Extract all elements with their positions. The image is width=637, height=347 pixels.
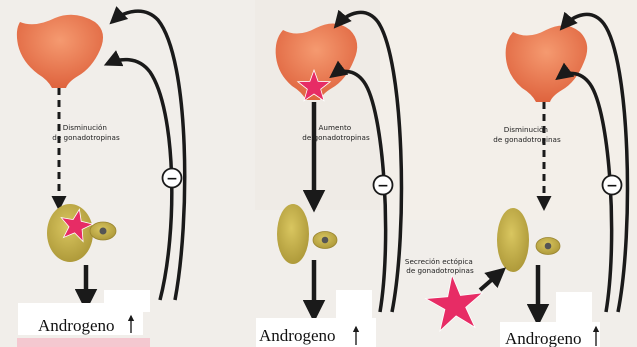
gonadotropin-label: Disminución de gonadotropinas [52,123,120,142]
svg-text:−: − [166,171,178,187]
ectopic-label: Secreción ectópica de gonadotropinas [405,257,475,275]
panel-left: Disminución de gonadotropinas − Androgen… [17,11,185,347]
svg-text:−: − [377,178,389,194]
svg-text:−: − [606,178,618,194]
gonad [497,208,529,272]
androgen-label: Androgeno [38,316,114,335]
pituitary-gland [17,15,103,88]
star-icon [426,275,483,331]
gonad [277,204,309,264]
androgen-label: Androgeno [259,326,335,345]
androgen-label: Androgeno [505,329,581,347]
